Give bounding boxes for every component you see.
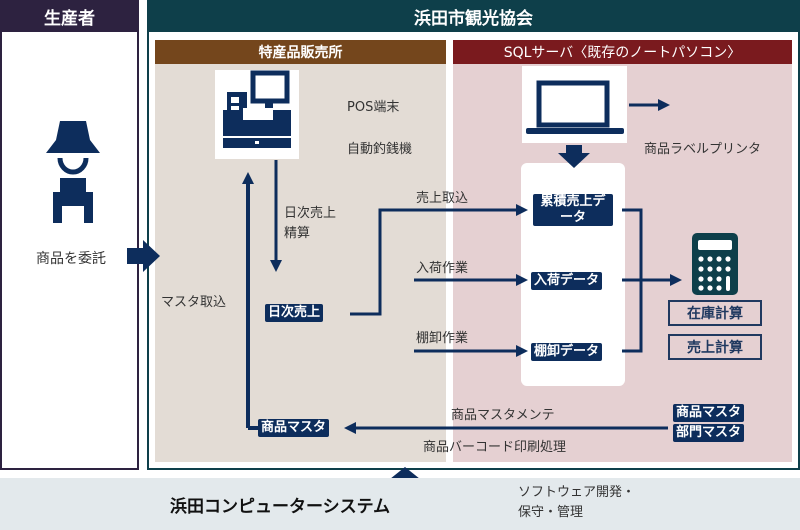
sales-calc-box: 売上計算 <box>668 334 762 360</box>
shop-section <box>155 40 446 462</box>
department-master-tag: 部門マスタ <box>673 424 745 442</box>
daily-sales-tag: 日次売上 <box>265 304 324 322</box>
pos-terminal-label: POS端末 <box>347 100 400 115</box>
laptop-icon <box>526 80 624 134</box>
master-maintenance-label: 商品マスタメンテ <box>451 408 555 423</box>
receiving-label: 入荷作業 <box>416 261 469 276</box>
label-printer-label: 商品ラベルプリンタ <box>644 142 762 157</box>
producer-header: 生産者 <box>0 0 139 32</box>
daily-settle-label-2: 精算 <box>284 226 311 241</box>
inventory-data-tag: 棚卸データ <box>531 343 603 361</box>
vendor-desc-line-2: 保守・管理 <box>518 505 584 520</box>
daily-settle-label-1: 日次売上 <box>284 206 337 221</box>
association-header: 浜田市観光協会 <box>147 0 800 32</box>
vendor-description: ソフトウェア開発・ 保守・管理 <box>518 483 638 523</box>
consign-label: 商品を委託 <box>36 251 106 267</box>
barcode-print-label: 商品バーコード印刷処理 <box>423 440 567 455</box>
cumulative-sales-data-tag: 累積売上データ <box>533 194 613 226</box>
vendor-desc-line-1: ソフトウェア開発・ <box>518 485 636 500</box>
product-master-server-tag: 商品マスタ <box>673 404 745 422</box>
laptop-box <box>522 66 627 143</box>
producer-column <box>0 0 139 470</box>
product-master-tag: 商品マスタ <box>258 419 330 437</box>
calculator-icon <box>692 233 738 299</box>
vendor-name: 浜田コンピューターシステム <box>170 497 391 517</box>
shop-header: 特産品販売所 <box>155 40 446 64</box>
inventory-label: 棚卸作業 <box>416 331 469 346</box>
farmer-icon <box>38 118 108 242</box>
receiving-data-tag: 入荷データ <box>531 272 603 290</box>
master-import-label: マスタ取込 <box>161 295 227 310</box>
cash-register-icon <box>223 70 291 148</box>
inventory-calc-box: 在庫計算 <box>668 300 762 326</box>
pos-terminal-box <box>215 70 299 159</box>
vendor-band <box>0 478 800 530</box>
change-machine-label: 自動釣銭機 <box>347 142 413 157</box>
sales-import-label: 売上取込 <box>416 191 469 206</box>
server-header: SQLサーバ〈既存のノートパソコン〉 <box>453 40 792 64</box>
